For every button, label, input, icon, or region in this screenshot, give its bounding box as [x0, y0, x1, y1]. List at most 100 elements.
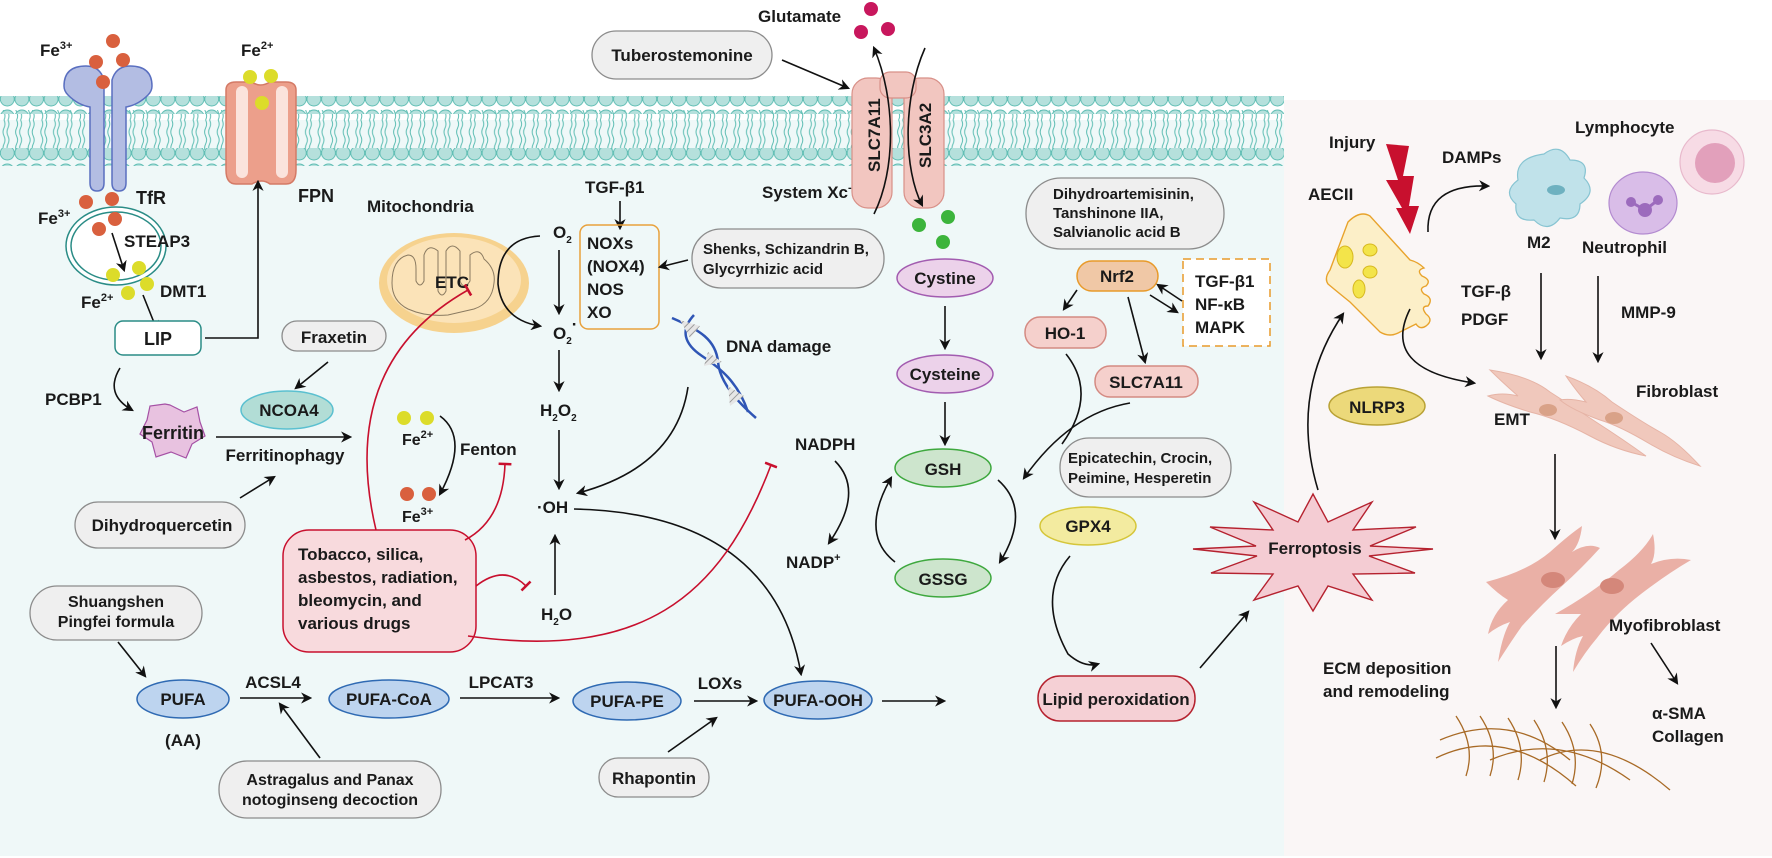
- aecii-to-damps-arrow: [1427, 180, 1491, 233]
- nadph-to-nadp-arrow: [827, 460, 850, 545]
- nrf2-to-slc7a11-arrow: [1127, 296, 1149, 365]
- slc7a11-node-label: SLC7A11: [1109, 373, 1183, 392]
- nadph-label: NADPH: [795, 435, 855, 454]
- dihydroartemisinin-pill: [1025, 177, 1225, 250]
- ferritin-label: Ferritin: [142, 423, 204, 443]
- fe3-extracellular-label: Fe3+: [40, 40, 72, 60]
- fe3-endosome-label: Fe3+: [38, 208, 70, 228]
- neutrophil-label: Neutrophil: [1582, 238, 1667, 257]
- system-xc-transporter-icon: [851, 71, 945, 209]
- cell-membrane: [0, 96, 1284, 166]
- gssg-node: [894, 558, 992, 598]
- pufa-coa-node: [328, 679, 450, 719]
- fraxetin-label: Fraxetin: [301, 328, 367, 347]
- dmt1-label: DMT1: [160, 282, 206, 301]
- mitochondria-label: Mitochondria: [367, 197, 474, 216]
- inducers-to-etc-inhibition: [366, 283, 473, 531]
- tuberostemonine-label: Tuberostemonine: [611, 46, 752, 65]
- pufa-pe-node: [572, 681, 682, 721]
- lpcat3-label: LPCAT3: [469, 673, 534, 692]
- tgfb-label: TGF-β: [1461, 282, 1511, 301]
- ncoa4-node: [240, 390, 334, 430]
- ho1-node: [1024, 316, 1107, 349]
- tgfb1-ros-label: TGF-β1: [585, 178, 644, 197]
- slc3a2-transporter-label: SLC3A2: [916, 103, 935, 168]
- steap3-label: STEAP3: [124, 232, 190, 251]
- pufa-label: PUFA: [160, 690, 205, 709]
- fpn-label: FPN: [298, 186, 334, 206]
- shuangshen-pill: [29, 585, 203, 641]
- aecii-cell-icon: [1325, 213, 1431, 336]
- regulators-to-nrf2-arrow: [1156, 283, 1183, 302]
- steap3-arrow: [111, 232, 127, 273]
- inducers-label: Tobacco, silica, asbestos, radiation, bl…: [298, 545, 462, 633]
- lip-label: LIP: [144, 329, 172, 349]
- nrf2-label: Nrf2: [1100, 267, 1134, 286]
- tuberostemonine-pill: [591, 30, 773, 80]
- damps-label: DAMPs: [1442, 148, 1502, 167]
- etc-superoxide-arrow: [497, 235, 543, 331]
- oh-to-pufa-ooh-arrow: [573, 508, 806, 677]
- fraxetin-arrow: [294, 361, 329, 390]
- shenks-pill: [691, 228, 885, 289]
- glutamate-label: Glutamate: [758, 7, 841, 26]
- cysteine-label: Cysteine: [910, 365, 981, 384]
- m2-label: M2: [1527, 233, 1551, 252]
- slc7a11-transporter-label: SLC7A11: [865, 98, 884, 172]
- dihydroquercetin-arrow: [239, 475, 276, 499]
- injury-lightning-icon: [1386, 144, 1419, 234]
- cystine-dots: [912, 210, 955, 249]
- injury-label: Injury: [1329, 133, 1376, 152]
- shenks-arrow: [657, 259, 689, 271]
- nox-enzyme-box: [579, 224, 660, 330]
- shuangshen-arrow: [117, 641, 147, 678]
- astragalus-arrow: [278, 702, 321, 759]
- fe2-fenton-label: Fe2+: [402, 429, 433, 449]
- ferritin-icon: [139, 403, 206, 459]
- dihydroquercetin-pill: [74, 501, 246, 549]
- superoxide-label: O2·: [553, 315, 577, 347]
- pufa-pe-label: PUFA-PE: [590, 692, 664, 711]
- rhapontin-pill: [598, 757, 710, 798]
- epicatechin-pill: [1059, 437, 1232, 498]
- ncoa4-label: NCOA4: [259, 401, 319, 420]
- tuberostemonine-arrow: [781, 59, 851, 90]
- fe2-extracellular-label: Fe2+: [241, 40, 273, 60]
- inducers-to-fenton-inhibition: [464, 462, 512, 541]
- nrf2-to-ho1-arrow: [1062, 289, 1078, 311]
- gpx4-label: GPX4: [1065, 517, 1111, 536]
- inducers-box: [282, 529, 477, 653]
- cystine-node: [896, 258, 994, 298]
- nadp-label: NADP+: [786, 552, 841, 572]
- ferroptosis-to-aecii-arrow: [1307, 312, 1345, 491]
- nlrp3-node: [1328, 386, 1426, 426]
- fibroblast-label: Fibroblast: [1636, 382, 1719, 401]
- aecii-label: AECII: [1308, 185, 1353, 204]
- fe3-fenton-label: Fe3+: [402, 506, 433, 526]
- gssg-to-gsh-arrow: [875, 476, 896, 563]
- inducers-to-h2o-inhibition: [475, 574, 532, 592]
- lymphocyte-label: Lymphocyte: [1575, 118, 1675, 137]
- myofibroblast-cells-icon: [1486, 526, 1691, 672]
- aecii-to-emt-arrow: [1401, 308, 1477, 388]
- mitochondria-icon: [379, 233, 529, 333]
- cystine-label: Cystine: [914, 269, 975, 288]
- ferroptosis-starburst: [1192, 492, 1434, 613]
- ho1-to-gsh-arrow: [1061, 353, 1082, 445]
- dihydroartemisinin-label: Dihydroartemisinin, Tanshinone IIA, Salv…: [1053, 186, 1198, 241]
- ferritinophagy-label: Ferritinophagy: [225, 446, 345, 465]
- mmp9-label: MMP-9: [1621, 303, 1676, 322]
- gpx4-to-lipid-arrow: [1051, 555, 1101, 672]
- emt-label: EMT: [1494, 410, 1531, 429]
- myofibroblast-to-markers-arrow: [1650, 642, 1679, 685]
- gsh-node: [894, 448, 992, 488]
- h2o-label: H2O: [541, 605, 572, 628]
- nrf2-regulators-list: TGF-β1 NF-κB MAPK: [1195, 272, 1259, 337]
- lipid-to-ferroptosis-arrow: [1199, 610, 1250, 669]
- lymphocyte-icon: [1679, 129, 1745, 195]
- astragalus-pill: [218, 760, 442, 819]
- neutrophil-icon: [1608, 171, 1678, 235]
